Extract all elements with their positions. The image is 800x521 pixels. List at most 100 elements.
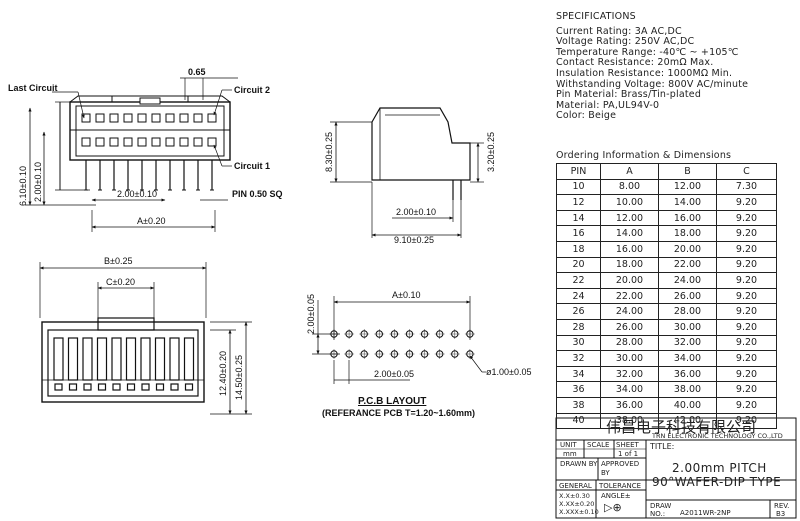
pcb-layout-title: P.C.B LAYOUT <box>358 396 426 407</box>
table-cell-a: 18.00 <box>600 256 659 274</box>
table-cell-pin: 24 <box>556 287 601 305</box>
slot-tab <box>170 383 179 391</box>
projection-symbol-icon: ▷⊕ <box>604 501 622 514</box>
contact-upper <box>137 113 147 123</box>
dimension-labels: Last Circuit Circuit 2 Circuit 1 0.65 6.… <box>8 67 531 418</box>
approved-by-label: APPROVED BY <box>601 460 640 477</box>
slot <box>125 337 137 381</box>
front-contact-rows <box>81 113 217 147</box>
dim-pcb-2-00-vertical: 2.00±0.05 <box>306 294 316 334</box>
table-cell-b: 26.00 <box>658 287 717 305</box>
side-view <box>330 107 484 238</box>
angle-label: ANGLE± <box>601 492 631 500</box>
tolerance-label: TOLERANCE <box>599 482 642 490</box>
table-cell-pin: 20 <box>556 256 601 274</box>
sheet-value: 1 of 1 <box>618 450 639 458</box>
table-cell-c: 9.20 <box>716 256 777 274</box>
contact-lower <box>165 137 175 147</box>
table-cell-b: 32.00 <box>658 334 717 352</box>
contact-upper <box>207 113 217 123</box>
table-cell-b: 38.00 <box>658 381 717 398</box>
spec-line: Contact Resistance: 20mΩ Max. <box>556 57 714 69</box>
table-cell-c: 9.20 <box>716 225 777 242</box>
table-cell-b: 28.00 <box>658 303 717 320</box>
slot <box>183 337 195 381</box>
dim-3-20: 3.20±0.25 <box>486 132 496 172</box>
tolerance-2: X.XX±0.20 <box>559 500 595 508</box>
revision-value: B3 <box>776 510 786 518</box>
dim-12-40: 12.40±0.20 <box>218 351 228 396</box>
table-cell-c: 9.20 <box>716 272 777 289</box>
table-cell-c: 9.20 <box>716 318 777 336</box>
spec-line: Color: Beige <box>556 110 617 122</box>
table-cell-pin: 32 <box>556 350 601 367</box>
company-name-chinese: 伟昌电子科技有限公司 <box>606 418 757 436</box>
contact-lower <box>137 137 147 147</box>
table-cell-b: 12.00 <box>658 178 717 196</box>
table-cell-c: 9.20 <box>716 240 777 258</box>
table-cell-pin: 10 <box>556 178 601 196</box>
tolerance-3: X.XXX±0.10 <box>559 508 599 516</box>
revision-label: REV. <box>774 502 790 510</box>
table-cell-pin: 34 <box>556 365 601 383</box>
ordering-title: Ordering Information & Dimensions <box>556 150 732 161</box>
slot-tab <box>126 383 136 391</box>
bottom-slots <box>53 337 195 391</box>
table-cell-a: 28.00 <box>600 334 659 352</box>
drawn-by-label: DRAWN BY <box>560 460 598 468</box>
table-cell-b: 24.00 <box>658 272 717 289</box>
column-header-pin: PIN <box>556 163 601 180</box>
unit-label: UNIT <box>560 441 577 449</box>
general-label: GENERAL <box>559 482 592 490</box>
spec-line: Material: PA,UL94V-0 <box>556 99 660 111</box>
company-name-english: TRN ELECTRONIC TECHNOLOGY CO.,LTD <box>652 432 783 440</box>
contact-upper <box>151 113 161 123</box>
table-cell-c: 9.20 <box>716 194 777 211</box>
slot <box>82 337 93 381</box>
table-cell-a: 20.00 <box>600 272 659 289</box>
table-cell-c: 9.20 <box>716 381 777 398</box>
table-cell-pin: 30 <box>556 334 601 352</box>
circuit-2-label: Circuit 2 <box>234 85 270 95</box>
drawing-number: A2011WR-2NP <box>680 509 731 517</box>
drawing-title-line-2: 90°WAFER-DIP TYPE <box>652 475 782 489</box>
table-cell-b: 16.00 <box>658 209 717 227</box>
slot <box>111 337 122 381</box>
table-cell-a: 12.00 <box>600 209 659 227</box>
slot-tab <box>155 383 165 391</box>
slot <box>96 337 108 381</box>
slot <box>169 337 180 381</box>
ordering-header-row: PIN A B C <box>556 163 777 180</box>
table-cell-a: 8.00 <box>600 178 659 196</box>
slot-tab <box>141 383 150 391</box>
table-cell-c: 9.20 <box>716 396 777 414</box>
table-cell-pin: 14 <box>556 209 601 227</box>
contact-lower <box>151 137 161 147</box>
table-cell-pin: 16 <box>556 225 601 242</box>
contact-lower <box>179 137 189 147</box>
dim-c: C±0.20 <box>106 277 135 287</box>
front-view <box>25 77 238 232</box>
pcb-layout <box>312 296 486 384</box>
column-header-c: C <box>716 163 777 180</box>
slot <box>154 337 166 381</box>
contact-upper <box>165 113 175 123</box>
unit-value: mm <box>563 450 577 458</box>
front-pins <box>84 160 214 191</box>
table-cell-pin: 26 <box>556 303 601 320</box>
circuit-1-label: Circuit 1 <box>234 161 270 171</box>
table-cell-a: 16.00 <box>600 240 659 258</box>
draw-no-label-1: DRAW <box>650 502 672 510</box>
table-cell-c: 9.20 <box>716 365 777 383</box>
spec-line: Pin Material: Brass/Tin-plated <box>556 89 702 101</box>
